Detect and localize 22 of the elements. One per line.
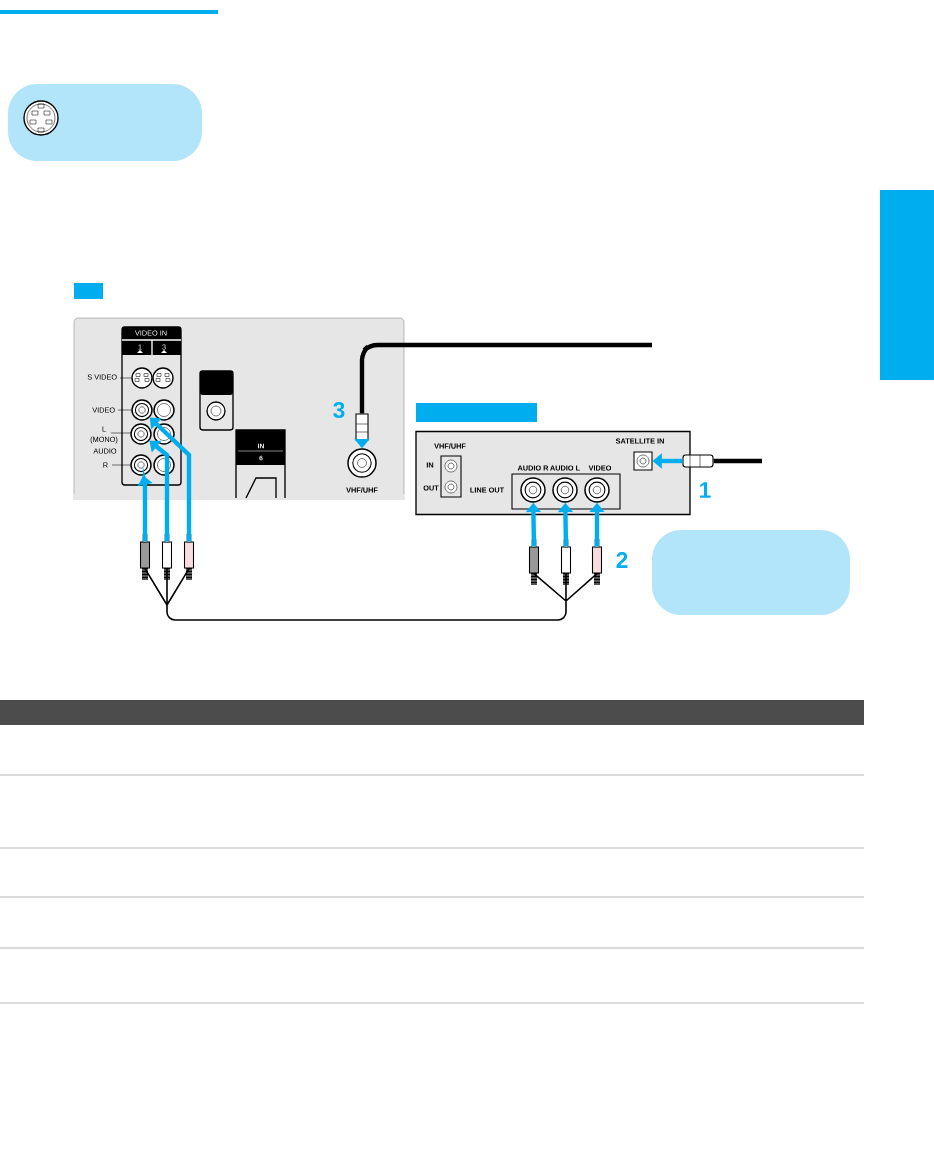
callout-number: 1 (700, 482, 711, 498)
cable (144, 567, 598, 621)
callout-number: 3 (333, 401, 345, 419)
jack (131, 399, 153, 421)
rca-plug (528, 538, 540, 585)
heading-block (416, 403, 537, 422)
rca-plug (560, 538, 572, 585)
heading-block (74, 283, 103, 299)
callout-number: 2 (616, 552, 628, 568)
arrow (149, 417, 192, 542)
heading-block (880, 190, 934, 380)
rca-plug (139, 533, 151, 580)
jack (130, 423, 152, 445)
coax-plug (682, 454, 714, 468)
cable (713, 458, 762, 464)
rca-plug (161, 533, 173, 580)
cable (359, 342, 652, 414)
rca-plug (183, 533, 195, 580)
arrow (149, 440, 170, 542)
rca-plug (591, 538, 603, 585)
jack (130, 454, 152, 476)
coax-plug (355, 413, 369, 441)
